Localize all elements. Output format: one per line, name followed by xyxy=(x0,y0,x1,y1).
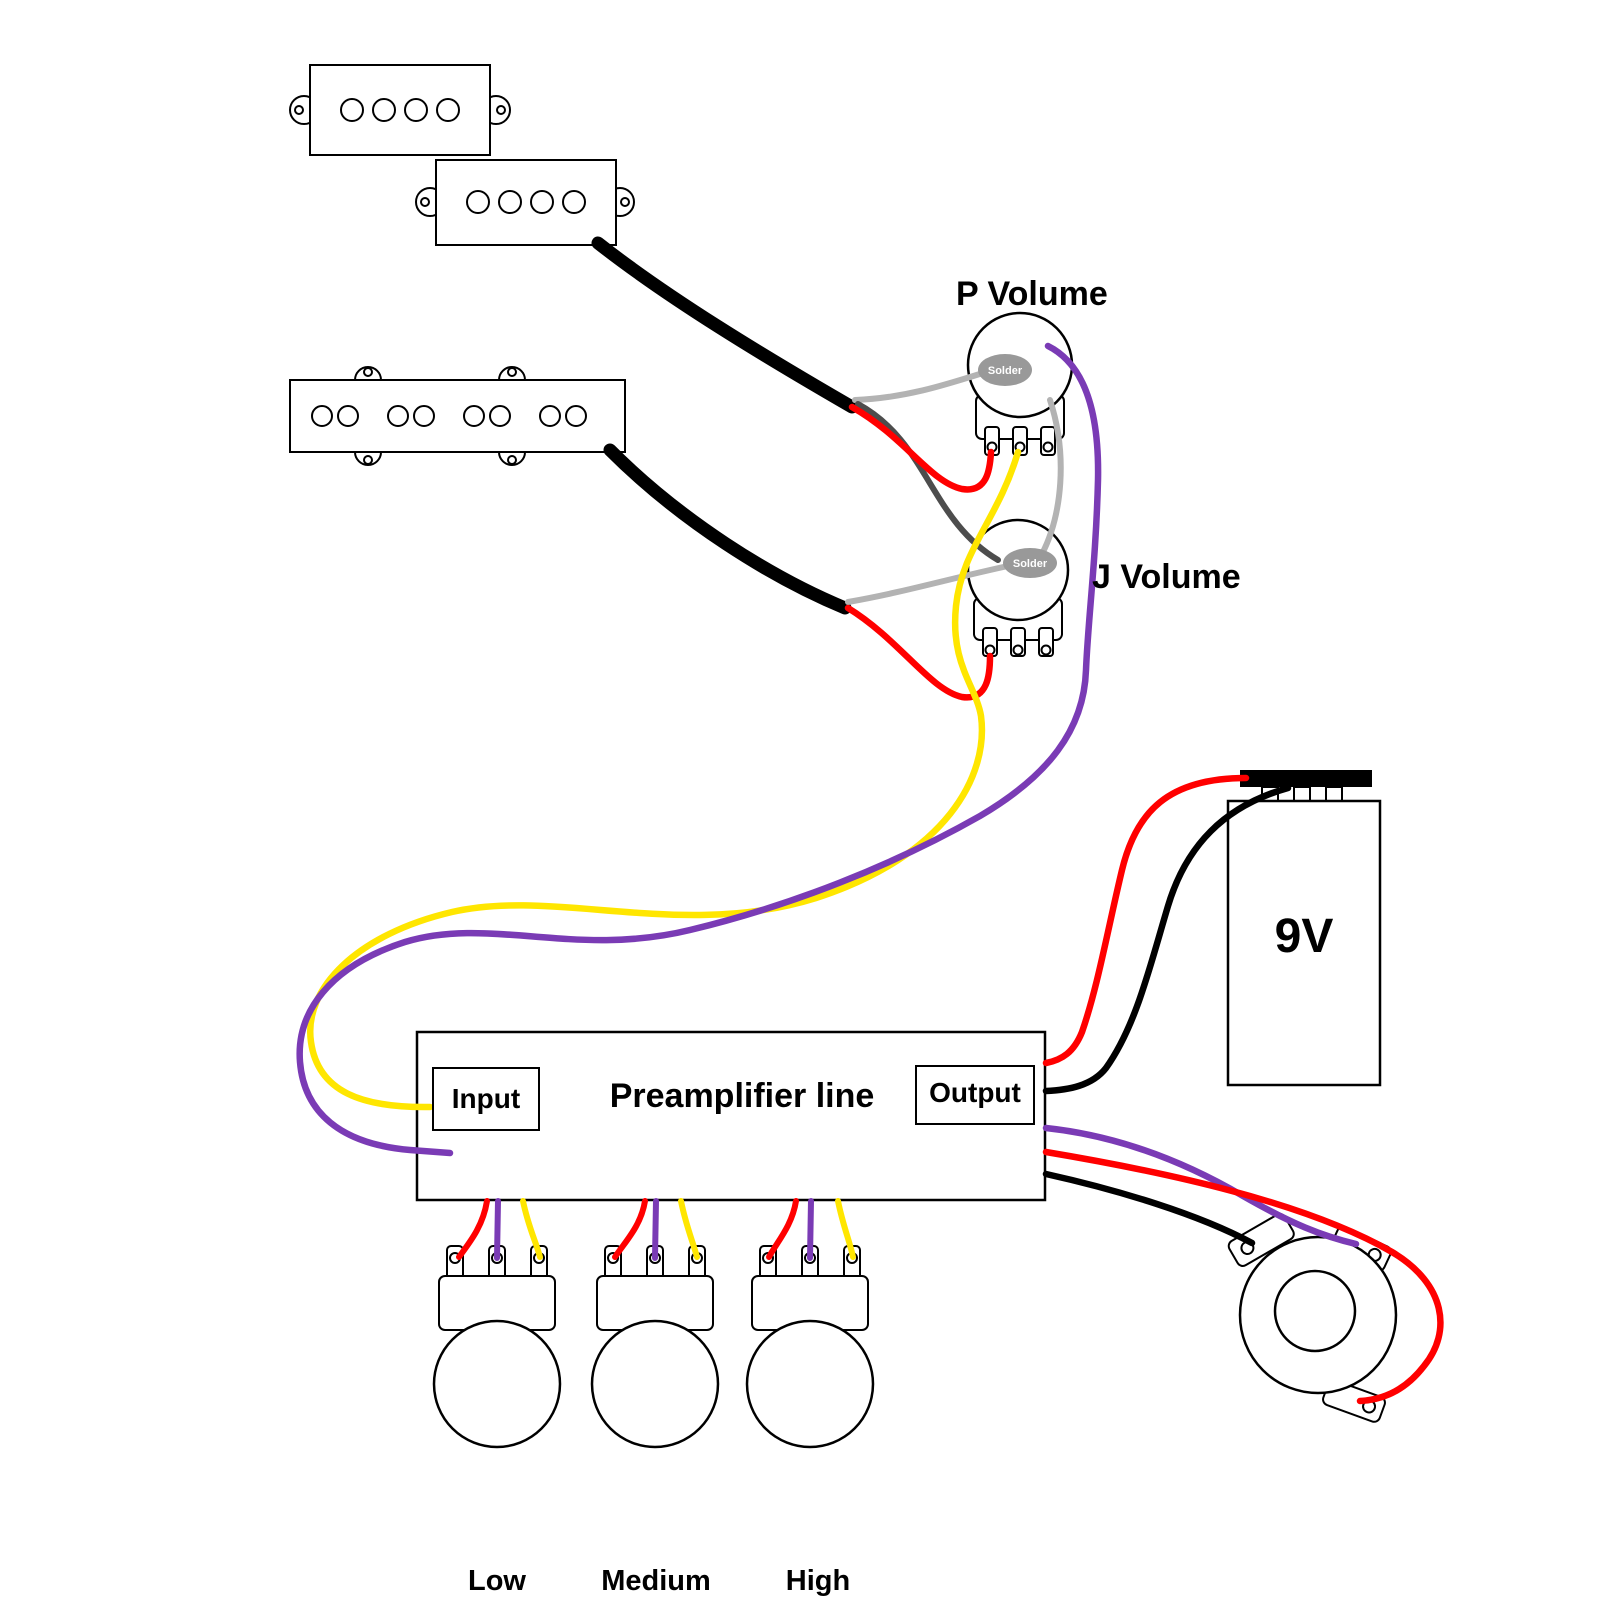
jack-opening xyxy=(1273,1269,1357,1353)
output-jack xyxy=(1227,1213,1398,1423)
output-ground-wire xyxy=(1042,1170,1256,1247)
pole-piece xyxy=(372,98,396,122)
j-volume-label: J Volume xyxy=(1092,558,1241,596)
pole-piece xyxy=(463,405,485,427)
battery-9v xyxy=(1226,770,1382,1087)
screw-hole xyxy=(507,367,517,377)
j-volume-to-input-wire xyxy=(296,342,1102,1157)
p-pickup-bottom-half xyxy=(415,159,635,246)
pot-casing xyxy=(590,1319,720,1449)
pole-piece xyxy=(466,190,490,214)
pole-piece xyxy=(436,98,460,122)
pole-piece xyxy=(413,405,435,427)
screw-hole xyxy=(363,455,373,465)
pole-piece xyxy=(565,405,587,427)
j-volume-pot xyxy=(966,518,1070,657)
screw-hole xyxy=(620,197,630,207)
medium-pot-wire-purple xyxy=(652,1198,659,1261)
low-pot-wire-purple xyxy=(494,1198,501,1261)
p-volume-label: P Volume xyxy=(956,275,1108,313)
screw-hole xyxy=(496,105,506,115)
pickup-body xyxy=(309,64,491,156)
pole-piece xyxy=(387,405,409,427)
high-frequency-label-line1: High xyxy=(786,1565,850,1597)
lug-hole xyxy=(1042,441,1054,453)
high-pot-wire-yellow xyxy=(835,1198,856,1260)
preamp-ports xyxy=(432,1065,1035,1131)
medium-pot-wire-yellow xyxy=(678,1198,700,1260)
battery-label: 9V xyxy=(1275,910,1334,963)
wires xyxy=(296,236,1444,1405)
j-pickup-ground-wire xyxy=(845,563,1011,605)
j-solder-label: Solder xyxy=(1013,558,1048,570)
pickup-body xyxy=(435,159,617,246)
high-pot-wire-red xyxy=(766,1198,799,1260)
p-volume-to-input-wire xyxy=(306,448,1022,1111)
p-solder-label: Solder xyxy=(988,365,1023,377)
battery-body xyxy=(1226,799,1382,1087)
j-pickup-cable xyxy=(603,443,852,615)
battery-connector xyxy=(1325,786,1343,802)
screw-hole xyxy=(294,105,304,115)
input-box xyxy=(432,1067,540,1131)
battery-positive-wire xyxy=(1042,774,1250,1067)
pole-piece xyxy=(530,190,554,214)
pole-piece xyxy=(340,98,364,122)
p-pickup-top-half xyxy=(289,64,511,156)
input-label: Input xyxy=(452,1083,520,1114)
battery-terminal-bar xyxy=(1240,770,1372,787)
screw-hole xyxy=(507,455,517,465)
output-label: Output xyxy=(929,1077,1021,1108)
labels: P Volume J Volume 9V Preamplifier line I… xyxy=(424,275,1334,1600)
solder-joints xyxy=(978,354,1057,578)
medium-frequency-pot xyxy=(590,1245,720,1449)
low-frequency-pot xyxy=(432,1245,562,1449)
pole-piece xyxy=(404,98,428,122)
pot-casing xyxy=(745,1319,875,1449)
output-hot-wire xyxy=(1042,1148,1444,1405)
battery-negative-wire xyxy=(1042,784,1292,1095)
p-pickup-cable xyxy=(591,236,859,414)
medium-frequency-label-line1: Medium xyxy=(601,1565,711,1597)
screw-hole xyxy=(363,367,373,377)
p-volume-solder-blob xyxy=(978,354,1032,386)
screw-hole xyxy=(420,197,430,207)
p-pickup-hot-wire xyxy=(848,403,995,493)
pole-piece xyxy=(498,190,522,214)
battery-connector xyxy=(1293,786,1311,802)
j-pickup-hot-wire xyxy=(844,604,994,701)
lug-hole xyxy=(1012,644,1024,656)
pot-casing xyxy=(432,1319,562,1449)
low-pot-wire-yellow xyxy=(520,1198,543,1260)
output-box xyxy=(915,1065,1035,1125)
pole-piece xyxy=(489,405,511,427)
medium-pot-wire-red xyxy=(612,1198,648,1260)
pole-piece xyxy=(562,190,586,214)
high-frequency-pot xyxy=(745,1245,875,1449)
pole-piece xyxy=(337,405,359,427)
j-pickup xyxy=(289,366,626,466)
pole-piece xyxy=(311,405,333,427)
pole-piece xyxy=(539,405,561,427)
low-pot-wire-red xyxy=(456,1198,490,1260)
j-volume-solder-blob xyxy=(1003,548,1057,578)
low-frequency-label-line1: Low xyxy=(468,1565,526,1597)
lug-hole xyxy=(1040,644,1052,656)
p-pickup-ground-wire xyxy=(852,369,989,403)
high-pot-wire-purple xyxy=(807,1198,814,1261)
pot-casing-jumper-wire xyxy=(1039,397,1064,557)
preamp-label: Preamplifier line xyxy=(610,1077,875,1115)
